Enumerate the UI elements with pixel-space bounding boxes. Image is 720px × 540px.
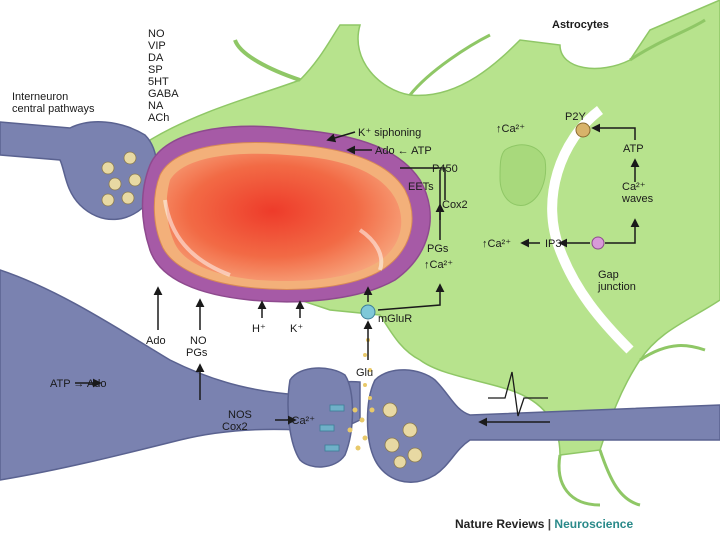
gap-junction (591, 236, 605, 250)
interneuron-terminal (0, 121, 158, 221)
atp-ado-bottom-label: ATP → Ado (50, 378, 106, 390)
synaptic-vesicles (382, 402, 423, 469)
cox2-label: Cox2 (442, 199, 468, 211)
cox2-bottom-label: Cox2 (222, 421, 248, 433)
nt-4: 5HT (148, 76, 169, 88)
ca-waves-line2: waves (621, 193, 654, 205)
glu-label: Glu (356, 367, 373, 379)
nt-7: ACh (148, 112, 169, 124)
nt-0: NO (148, 28, 165, 40)
ca-up-p2y-label: ↑Ca²⁺ (496, 123, 525, 135)
p2y-receptor (575, 122, 591, 138)
postsynaptic-terminal (366, 369, 720, 483)
gap-junction-line1: Gap (598, 269, 619, 281)
nos-label: NOS (228, 409, 252, 421)
journal-credit: Nature Reviews | Neuroscience (455, 517, 633, 531)
neurotransmitter-list: NO VIP DA SP 5HT GABA NA ACh (148, 28, 179, 124)
gap-junction-line2: junction (597, 281, 636, 293)
atp-right-label: ATP (623, 143, 644, 155)
interneuron-vesicles (101, 151, 142, 207)
eets-label: EETs (408, 181, 434, 193)
mglur-label: mGluR (378, 313, 412, 325)
diagram-title: Astrocytes (552, 19, 609, 31)
credit-separator: | (547, 517, 552, 531)
nt-1: VIP (148, 40, 166, 52)
interneuron-label-line2: central pathways (12, 103, 95, 115)
nt-5: GABA (148, 88, 179, 100)
p450-label: P450 (432, 163, 458, 175)
ca-up-mid-label: ↑Ca²⁺ (424, 259, 453, 271)
p2y-label: P2Y (565, 111, 586, 123)
pgs-left-label: PGs (186, 347, 208, 359)
ca-up-ip3-label: ↑Ca²⁺ (482, 238, 511, 250)
blood-vessel (141, 125, 431, 303)
ca-up-bottom-label: ↑Ca²⁺ (286, 415, 315, 427)
ip3-label: IP3 (545, 238, 562, 250)
k-siphoning-label: K⁺ siphoning (358, 127, 421, 139)
mglur-receptor (360, 304, 376, 320)
nt-3: SP (148, 64, 163, 76)
no-label: NO (190, 335, 207, 347)
nt-6: NA (148, 100, 164, 112)
ca-channels (319, 404, 345, 452)
ca-waves-line1: Ca²⁺ (622, 181, 646, 193)
ado-atp-label: Ado ← ATP (375, 145, 432, 157)
pathway-arrows (75, 123, 640, 425)
ado-left-label: Ado (146, 335, 166, 347)
glutamate-release (347, 338, 375, 451)
h-plus-label: H⁺ (252, 323, 266, 335)
k-plus-label: K⁺ (290, 323, 303, 335)
astrocyte-cell (149, 0, 720, 507)
nt-2: DA (148, 52, 164, 64)
journal-section: Neuroscience (554, 517, 634, 531)
action-potential-icon (488, 371, 548, 417)
interneuron-label-line1: Interneuron (12, 91, 68, 103)
journal-name: Nature Reviews (455, 517, 545, 531)
pgs-label: PGs (427, 243, 449, 255)
